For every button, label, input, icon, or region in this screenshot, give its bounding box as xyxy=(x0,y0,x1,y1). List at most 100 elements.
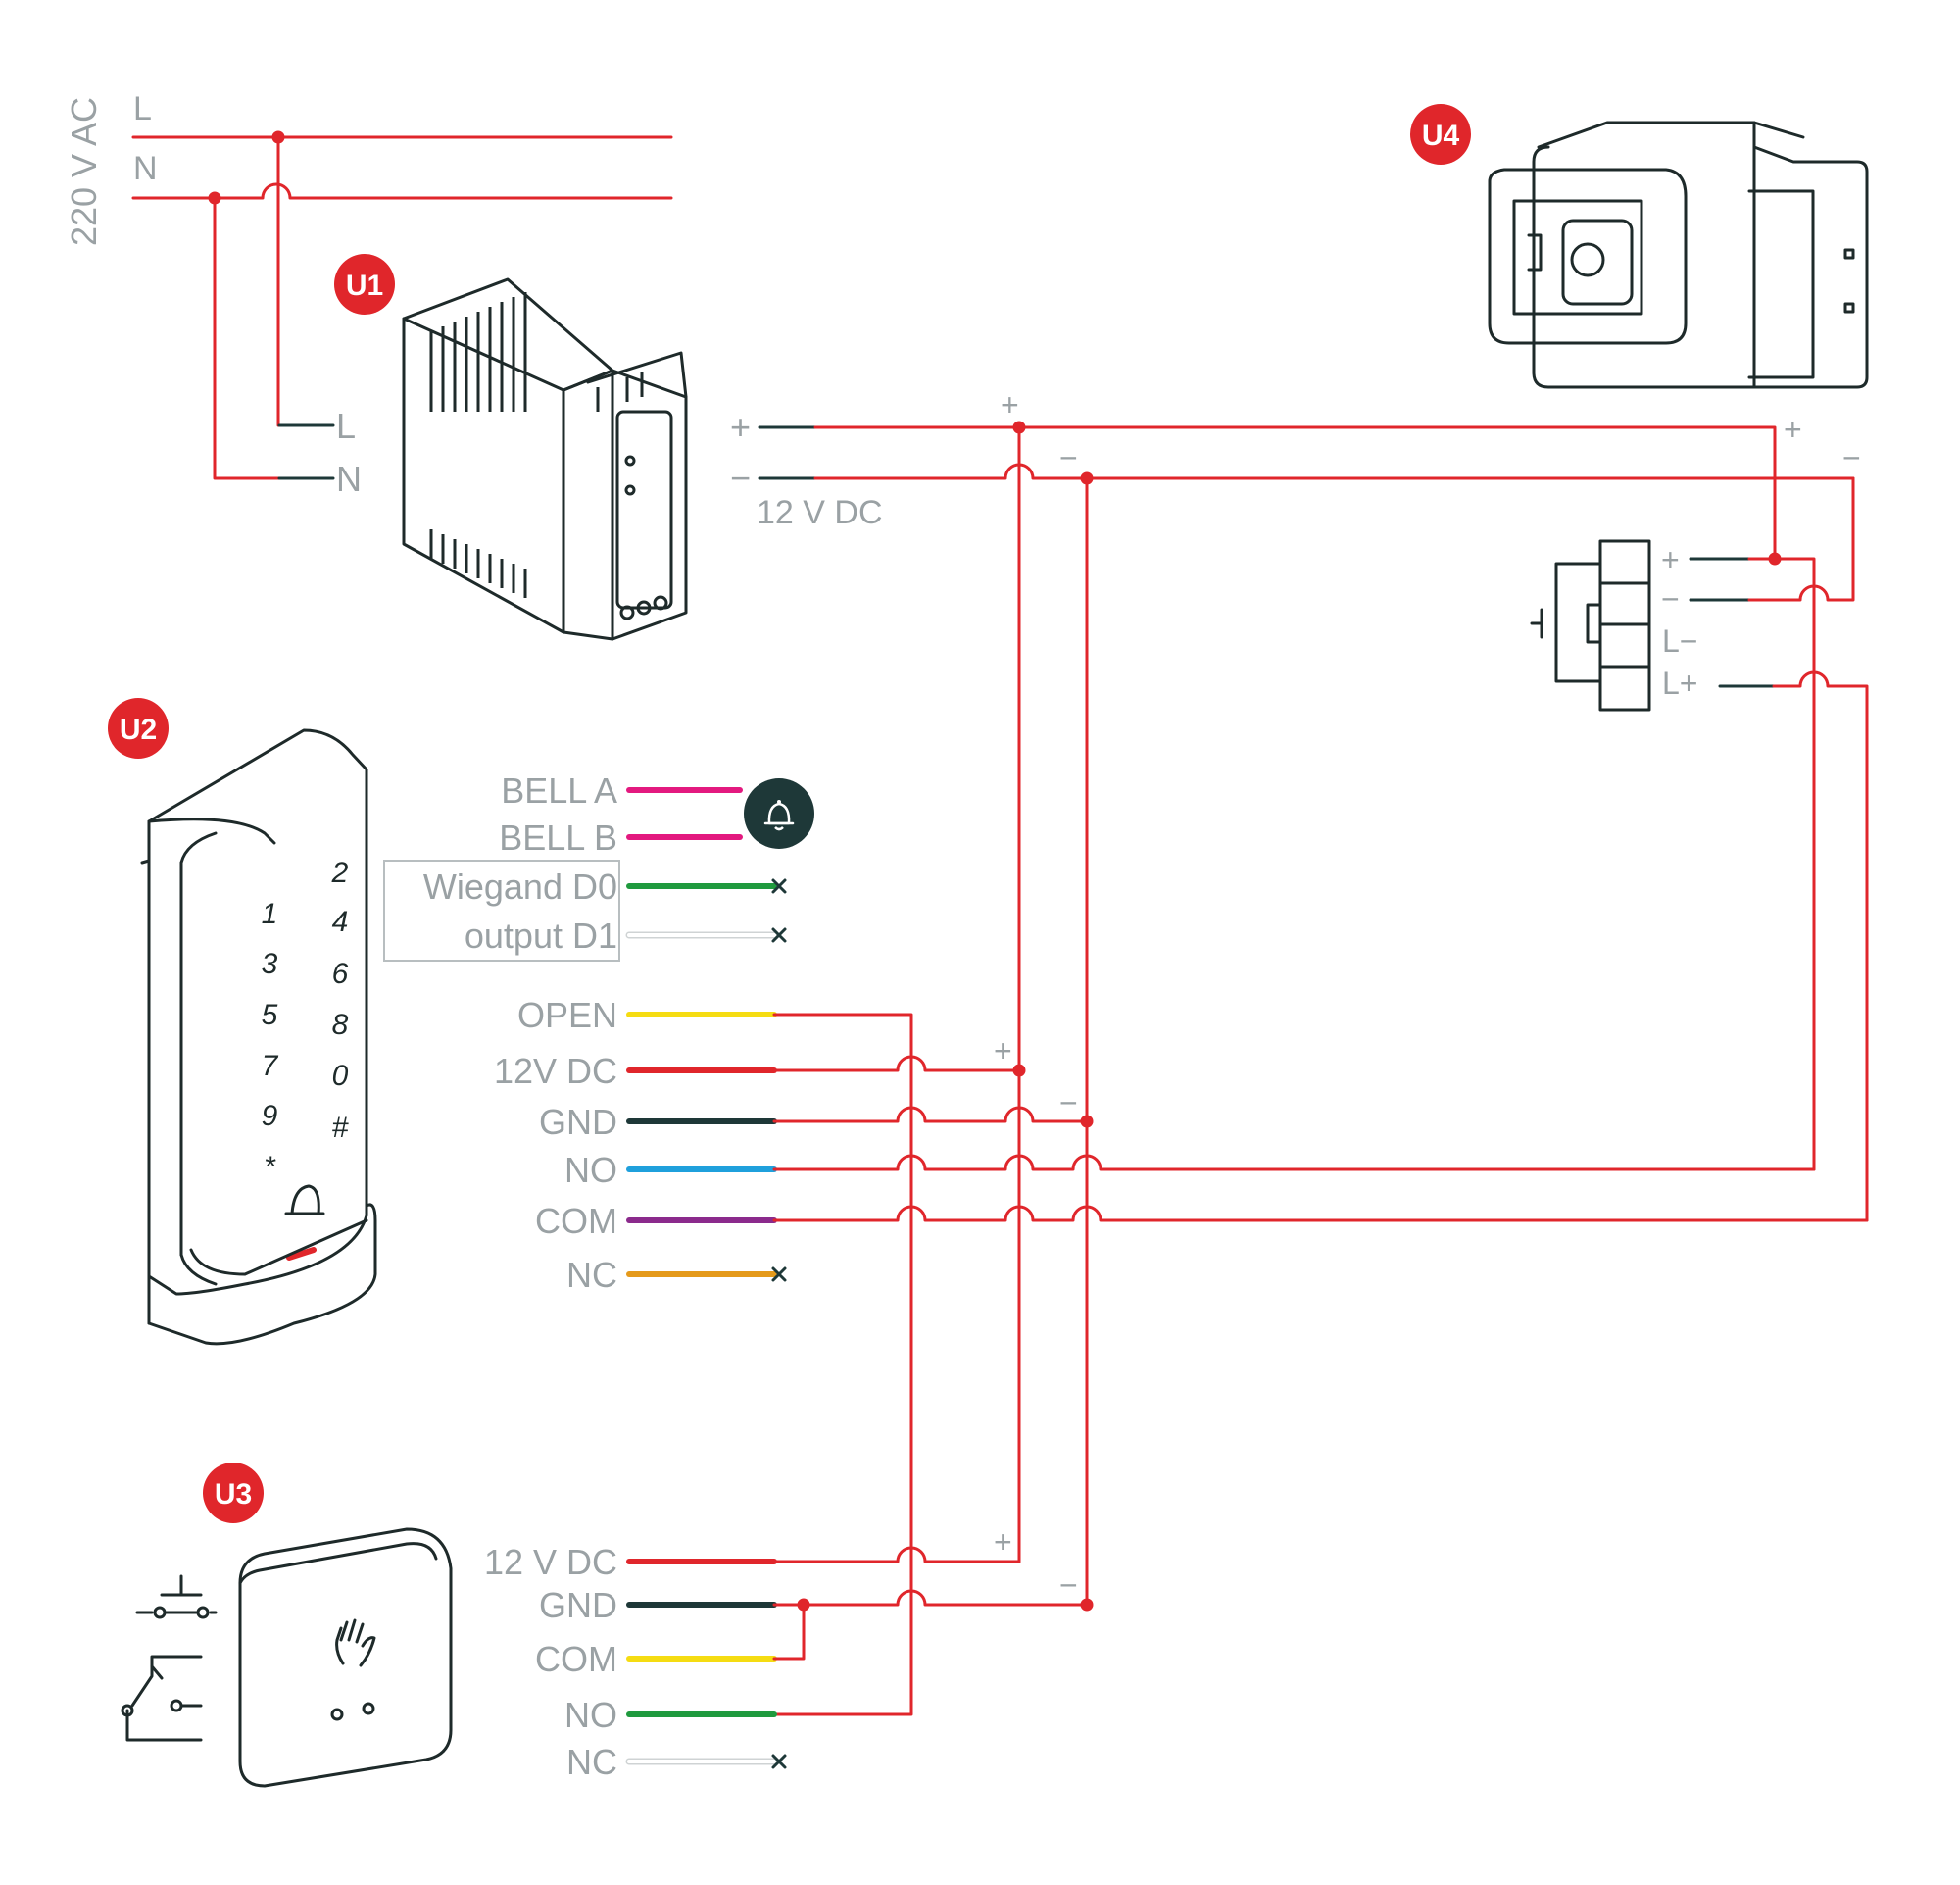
u4-term-plus: + xyxy=(1661,542,1680,577)
u1-badge: U1 xyxy=(334,254,395,315)
minus-bus-wire xyxy=(813,463,1855,480)
u4-term-minus: − xyxy=(1661,581,1680,617)
u3-gnd-junction xyxy=(1080,1598,1094,1612)
u4-badge: U4 xyxy=(1410,104,1471,165)
wiegand-output-box xyxy=(383,860,620,962)
keypad-key: 8 xyxy=(332,1009,349,1041)
minus-bus-junction xyxy=(1080,471,1094,485)
u4-l-plus-wire xyxy=(1772,670,1869,1222)
u2-wire-label: BELL A xyxy=(501,770,617,811)
u3-gnd-route xyxy=(772,1589,1089,1607)
keypad-key: # xyxy=(332,1112,349,1144)
u2-12v-junction xyxy=(1012,1064,1026,1077)
u2-12v-sign: + xyxy=(994,1033,1012,1068)
u2-wire-label: Wiegand D0 xyxy=(423,867,617,907)
u2-wire-label: GND xyxy=(539,1102,617,1142)
keypad-key: 6 xyxy=(332,958,349,990)
u3-12v-route xyxy=(772,1546,1021,1563)
u2-badge-text: U2 xyxy=(120,714,157,746)
u3-wire-label: COM xyxy=(535,1639,617,1679)
u1-out-minus-label: − xyxy=(730,458,751,498)
mains-voltage-label: 220 V AC xyxy=(64,97,104,246)
keypad-key: 2 xyxy=(331,857,349,889)
u2-gnd-route xyxy=(772,1106,1089,1123)
keypad-bell-key xyxy=(284,1184,325,1215)
dc-bus: + − xyxy=(813,387,1855,1607)
keypad-key: 4 xyxy=(332,906,349,938)
keypad-key: 5 xyxy=(262,999,278,1031)
u4-supply-minus-sign: − xyxy=(1842,440,1861,475)
u3-badge-text: U3 xyxy=(215,1478,252,1511)
plus-bus-wire xyxy=(813,425,1777,561)
keypad-key: * xyxy=(264,1151,276,1183)
u3-gnd-com-link xyxy=(772,1603,806,1661)
u3-wire-label: 12 V DC xyxy=(484,1542,617,1582)
neutral-feed-wire xyxy=(213,196,308,480)
hand-icon xyxy=(335,1618,376,1667)
keypad-key: 7 xyxy=(262,1050,279,1082)
u2-wire-label: OPEN xyxy=(517,995,617,1035)
u4-plus-wire xyxy=(1747,557,1816,1171)
x-icon xyxy=(771,1266,787,1282)
u4-supply-plus-sign: + xyxy=(1784,412,1802,447)
bell-device xyxy=(744,778,814,849)
bell-icon xyxy=(763,800,795,831)
neutral-junction xyxy=(208,191,221,205)
bell-circle xyxy=(744,778,814,849)
u1-input-l-label: L xyxy=(336,406,356,446)
u2-keypad: U2 1 2 3 4 5 6 7 8 9 0 * # xyxy=(108,698,377,1346)
u1-fins xyxy=(429,292,527,598)
u2-12v-route xyxy=(772,1055,1021,1072)
mains-neutral-label: N xyxy=(133,150,158,187)
u1-input-n-label: N xyxy=(336,459,362,499)
u4-plus-junction xyxy=(1768,552,1782,566)
u2-wire-list: BELL A BELL B Wiegand D0 output D1 OPEN 12V D… xyxy=(423,770,787,1295)
u3-badge: U3 xyxy=(203,1463,264,1523)
u3-wire-label: NC xyxy=(566,1742,617,1782)
x-icon xyxy=(771,878,787,894)
line-feed-wire xyxy=(276,135,308,427)
u3-wire-label: GND xyxy=(539,1585,617,1625)
keypad-key: 1 xyxy=(262,898,278,930)
u2-wire-label: 12V DC xyxy=(494,1051,617,1091)
plus-bus-sign: + xyxy=(1001,387,1019,422)
u4-term-l-minus: L− xyxy=(1662,623,1697,659)
u4-term-l-plus: L+ xyxy=(1662,666,1697,701)
u2-gnd-junction xyxy=(1080,1115,1094,1128)
u1-power-supply: U1 L N + − 12 V DC xyxy=(277,254,883,641)
x-icon xyxy=(771,1754,787,1769)
u2-no-route xyxy=(772,1154,1816,1171)
u3-gnd-sign: − xyxy=(1059,1567,1078,1603)
plus-bus-riser xyxy=(978,425,1021,1563)
u2-badge: U2 xyxy=(108,698,169,759)
u2-gnd-sign: − xyxy=(1059,1085,1078,1120)
x-icon xyxy=(771,927,787,943)
u2-wire-label: output D1 xyxy=(465,916,617,956)
u2-com-route xyxy=(772,1205,1869,1222)
mains-line-label: L xyxy=(133,90,152,127)
mains-neutral-wire xyxy=(131,182,673,200)
u1-out-plus-label: + xyxy=(730,407,751,447)
plus-bus-junction xyxy=(1012,421,1026,434)
keypad-key: 0 xyxy=(332,1060,349,1092)
u3-wire-label: NO xyxy=(564,1695,617,1735)
u2-wire-label: NO xyxy=(564,1150,617,1190)
u1-badge-text: U1 xyxy=(346,270,383,302)
u2-open-route xyxy=(772,1013,913,1716)
keypad-key: 3 xyxy=(262,948,278,980)
u2-wire-label: COM xyxy=(535,1201,617,1241)
u3-gnd-com-junction xyxy=(797,1598,810,1612)
u4-electric-lock: U4 + − + − L− L+ xyxy=(1410,104,1869,1222)
u2-wire-label: BELL B xyxy=(499,818,617,858)
u4-minus-wire xyxy=(1747,476,1855,602)
line-junction xyxy=(271,130,285,144)
u2-wire-label: NC xyxy=(566,1255,617,1295)
keypad-key: 9 xyxy=(262,1100,278,1132)
u3-12v-sign: + xyxy=(994,1524,1012,1560)
u2-outputs: BELL A BELL B Wiegand D0 output D1 OPEN 12V D… xyxy=(383,770,1869,1716)
keypad-keys: 1 2 3 4 5 6 7 8 9 0 * # xyxy=(262,857,349,1183)
u1-out-label: 12 V DC xyxy=(757,494,883,531)
